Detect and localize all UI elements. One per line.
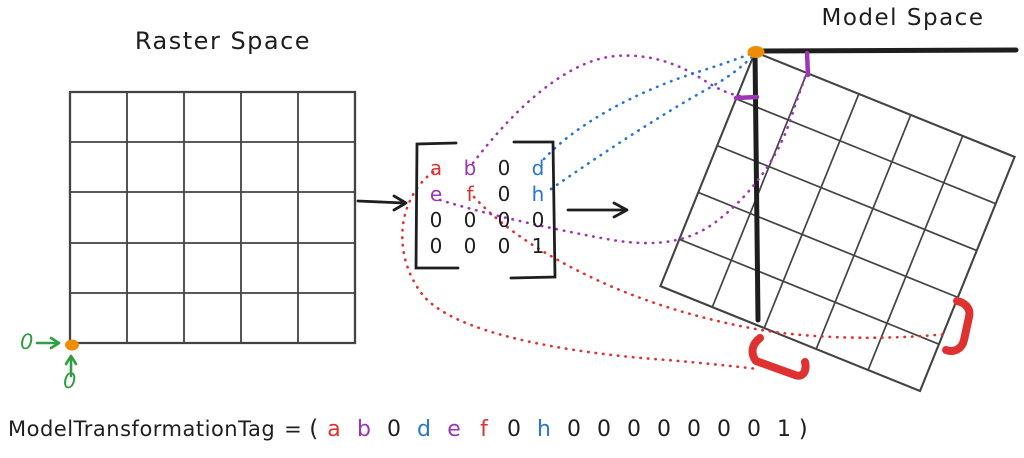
formula-equals: =: [284, 417, 303, 441]
arrow-raster-to-matrix: [356, 194, 408, 212]
formula-value: 0: [717, 417, 732, 442]
formula-value: 1: [777, 417, 792, 442]
pixel-width-bracket: [748, 334, 810, 380]
model-y-axis: [752, 49, 761, 323]
curve-h-to-origin: [549, 53, 756, 191]
matrix-cell: 0: [429, 234, 443, 258]
formula-value: 0: [387, 417, 402, 442]
raster-grid-hlines: [70, 141, 355, 294]
formula-value: b: [357, 417, 372, 442]
formula-value: h: [537, 417, 552, 442]
arrow-matrix-to-model: [566, 201, 629, 219]
formula-value: 0: [627, 417, 642, 442]
raster-grid: [68, 90, 357, 345]
model-grid-hlines: [679, 98, 997, 345]
raster-origin-x-label: 0: [20, 330, 34, 354]
model-origin-dot: [747, 46, 765, 58]
formula-value: d: [417, 417, 432, 442]
model-space-title: Model Space: [821, 5, 985, 31]
formula-value: 0: [567, 417, 582, 442]
matrix-cell: 0: [463, 208, 477, 232]
formula-value: 0: [507, 417, 522, 442]
matrix-cell: 0: [497, 208, 511, 232]
raster-grid-border: [68, 90, 357, 345]
matrix-cell: 0: [429, 208, 443, 232]
matrix-cell: f: [466, 182, 474, 206]
matrix-cell: d: [531, 156, 545, 180]
matrix-cell: 1: [531, 234, 545, 258]
matrix-cell: b: [463, 156, 477, 180]
raster-grid-vlines: [126, 92, 299, 343]
matrix-left-bracket: [414, 141, 460, 270]
matrix-cell: e: [429, 182, 443, 206]
matrix-cell: h: [531, 182, 545, 206]
matrix-cell: 0: [497, 182, 511, 206]
formula-value: 0: [597, 417, 612, 442]
formula-open-paren: (: [309, 416, 319, 442]
matrix-cell: a: [429, 156, 443, 180]
row-skew-tick: [733, 94, 760, 101]
raster-space-title: Raster Space: [134, 27, 312, 55]
matrix-right-bracket: [509, 140, 557, 280]
curve-a-to-pixel-width: [401, 170, 759, 371]
col-skew-tick: [804, 50, 811, 78]
matrix-cell: 0: [463, 234, 477, 258]
model-grid-vlines: [711, 72, 964, 371]
matrix-cell: 0: [497, 234, 511, 258]
formula-lhs: ModelTransformationTag: [8, 417, 276, 441]
matrix-cell: 0: [531, 208, 545, 232]
matrix-cell: 0: [497, 156, 511, 180]
formula-close-paren: ): [798, 416, 809, 442]
curve-b-to-row-skew-tick: [471, 54, 747, 165]
curve-d-to-origin: [542, 51, 754, 161]
transformation-matrix: a b 0 d e f 0 h 0 0 0 0 0 0 0 1: [419, 155, 555, 259]
raster-origin-dot: [65, 339, 79, 351]
formula-value: 0: [657, 417, 672, 442]
model-x-axis: [752, 47, 1019, 54]
formula-value: 0: [687, 417, 702, 442]
pixel-height-bracket: [942, 297, 974, 355]
curve-f-to-pixel-height: [472, 195, 949, 340]
formula-value: a: [327, 417, 342, 442]
formula-value: 0: [747, 417, 762, 442]
raster-origin-y-arrow: [64, 354, 78, 378]
formula-value: e: [447, 417, 462, 442]
model-grid-border: [659, 50, 1016, 393]
formula-value: f: [480, 417, 489, 442]
raster-origin-y-label: 0: [63, 369, 77, 393]
raster-origin-x-arrow: [35, 336, 61, 350]
model-grid: [659, 50, 1016, 393]
